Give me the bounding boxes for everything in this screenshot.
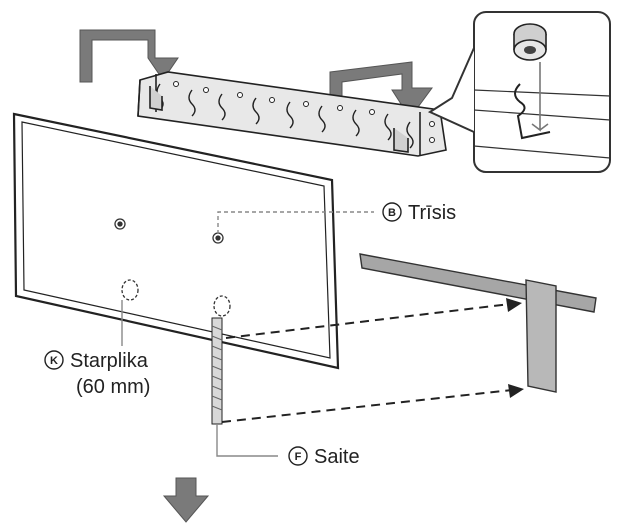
tv-back-panel bbox=[12, 112, 340, 370]
attach-arrow-top bbox=[225, 298, 522, 339]
svg-text:(60 mm): (60 mm) bbox=[76, 376, 150, 398]
label-cord: F Saite bbox=[288, 446, 360, 468]
cord-leader-line bbox=[216, 424, 278, 457]
svg-text:B: B bbox=[388, 207, 396, 219]
svg-text:Saite: Saite bbox=[314, 446, 360, 468]
stand-bracket bbox=[359, 253, 597, 393]
hook-detail-icon bbox=[427, 11, 611, 173]
svg-text:Trīsis: Trīsis bbox=[408, 202, 456, 224]
down-arrow-icon bbox=[162, 477, 210, 523]
screw-leader-line bbox=[217, 211, 374, 234]
label-screw: B Trīsis bbox=[382, 202, 456, 224]
svg-text:Starplika: Starplika bbox=[70, 350, 149, 372]
bracket-down-arrow-left-icon bbox=[79, 29, 179, 83]
cord-part bbox=[211, 317, 223, 425]
spacer-part bbox=[121, 279, 231, 317]
svg-text:F: F bbox=[295, 451, 302, 463]
label-spacer: K Starplika (60 mm) bbox=[44, 350, 150, 398]
wall-bracket bbox=[137, 71, 447, 157]
attach-arrow-bottom bbox=[221, 384, 524, 423]
screw-hole bbox=[114, 218, 224, 244]
svg-text:K: K bbox=[50, 355, 58, 367]
